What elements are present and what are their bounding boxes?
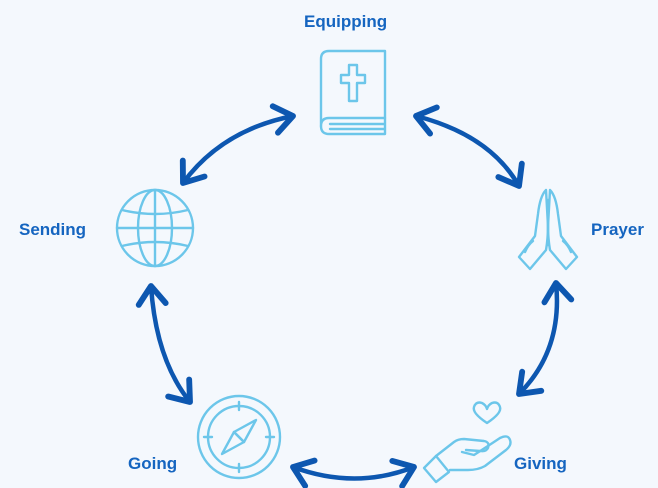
arrow-prayer-giving xyxy=(516,280,575,397)
compass-icon xyxy=(196,394,282,480)
arrow-sending-going xyxy=(135,283,193,405)
globe-icon xyxy=(115,188,195,268)
arrow-equipping-sending xyxy=(179,103,296,186)
label-giving: Giving xyxy=(514,454,567,473)
label-prayer: Prayer xyxy=(591,220,644,239)
arrow-equipping-prayer xyxy=(413,104,525,189)
praying-hands-icon xyxy=(517,188,579,271)
arrow-going-giving xyxy=(290,457,417,488)
label-sending: Sending xyxy=(19,220,87,239)
label-equipping: Equipping xyxy=(304,12,388,31)
giving-hand-heart-icon xyxy=(422,401,512,484)
label-going: Going xyxy=(128,454,178,473)
bible-icon xyxy=(319,49,387,136)
